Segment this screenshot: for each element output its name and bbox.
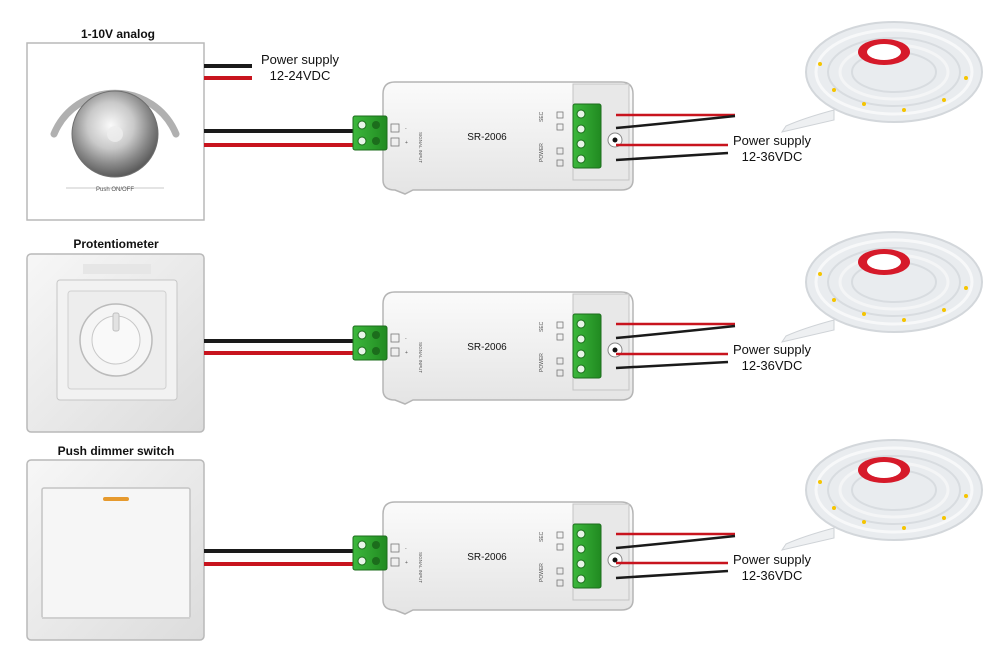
section-1: 1-10V analog Push ON/OFF Power supply 12… (26, 20, 984, 221)
device-label: 1-10V analog (81, 27, 155, 41)
led-strip-coil (780, 20, 984, 134)
rotary-dimmer: Push ON/OFF (26, 42, 205, 221)
led-strip-coil (780, 438, 984, 552)
push-button[interactable] (41, 487, 191, 619)
wall-potentiometer (26, 253, 205, 433)
output-supply-voltage: 12-36VDC (742, 568, 803, 583)
signal-input-text: SIGNAL INPUT (418, 342, 423, 373)
controller-module: SR-2006 SIGNAL INPUT (352, 81, 634, 195)
led-strip-coil (780, 230, 984, 344)
controller-model: SR-2006 (467, 342, 507, 353)
output-supply-title: Power supply (733, 133, 812, 148)
signal-wires (204, 549, 354, 566)
push-dimmer-switch (26, 459, 205, 641)
input-supply-voltage: 12-24VDC (270, 68, 331, 83)
indicator-led (103, 497, 129, 501)
signal-input-text: SIGNAL INPUT (418, 552, 423, 583)
controller-model: SR-2006 (467, 552, 507, 563)
signal-wires (204, 129, 354, 147)
output-wires (615, 532, 736, 580)
output-supply-voltage: 12-36VDC (742, 358, 803, 373)
output-wires (615, 322, 736, 370)
section-2: Protentiometer SR-2006 SIGNAL INPUT (26, 230, 984, 433)
output-supply-title: Power supply (733, 342, 812, 357)
output-supply-title: Power supply (733, 552, 812, 567)
knob-caption: Push ON/OFF (96, 187, 134, 193)
controller-module: SR-2006 SIGNAL INPUT (352, 501, 634, 615)
output-wires (615, 113, 736, 162)
device-label: Protentiometer (73, 237, 159, 251)
input-supply-title: Power supply (261, 52, 340, 67)
output-supply-voltage: 12-36VDC (742, 149, 803, 164)
device-label: Push dimmer switch (58, 444, 175, 458)
controller-module: SR-2006 SIGNAL INPUT (352, 291, 634, 405)
input-supply-wires (204, 64, 252, 80)
signal-input-text: SIGNAL INPUT (418, 132, 423, 163)
section-3: Push dimmer switch SR-2006 SIGNAL INPUT … (26, 438, 984, 641)
controller-model: SR-2006 (467, 132, 507, 143)
signal-wires (204, 339, 354, 355)
